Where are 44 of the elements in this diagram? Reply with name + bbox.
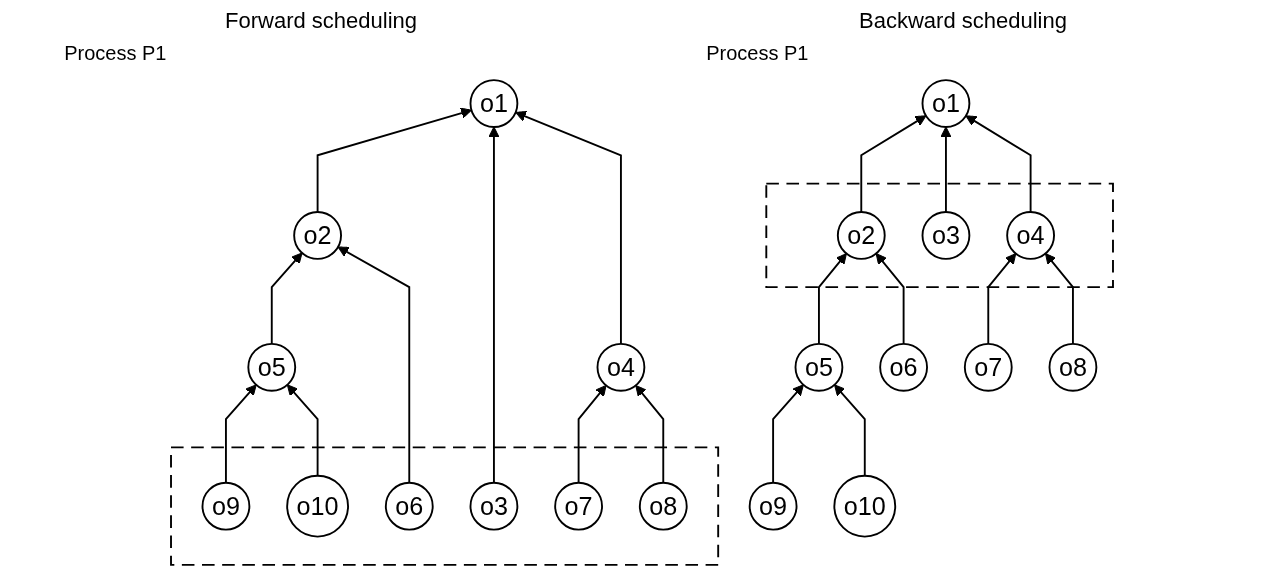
arrow — [316, 107, 472, 213]
node-circle: o8 — [1048, 342, 1098, 392]
arrow — [818, 253, 847, 345]
arrow — [225, 384, 257, 484]
arrow — [635, 384, 665, 484]
node-circle: o6 — [384, 481, 434, 531]
process-label: Process P1 — [706, 42, 809, 65]
node-circle: o7 — [963, 342, 1013, 392]
arrow — [772, 384, 804, 484]
node-circle: o3 — [469, 481, 519, 531]
node-circle: o8 — [638, 481, 688, 531]
arrow — [515, 111, 622, 345]
node-circle: o3 — [921, 211, 971, 260]
node-circle: o5 — [794, 342, 844, 392]
node-circle: o7 — [554, 481, 603, 531]
arrow — [965, 115, 1032, 213]
process-label: Process P1 — [64, 42, 167, 65]
node-circle: o2 — [293, 211, 342, 260]
arrow — [488, 126, 500, 484]
section-title: Forward scheduling — [225, 8, 417, 34]
arrow — [940, 126, 952, 213]
node-circle: o5 — [247, 342, 297, 392]
node-circle: o10 — [833, 474, 897, 538]
arrow — [270, 252, 303, 345]
arrow — [577, 384, 607, 484]
arrow — [987, 253, 1017, 345]
node-circle: o6 — [879, 342, 928, 392]
node-circle: o2 — [836, 211, 886, 260]
arrow — [337, 246, 411, 484]
node-circle: o10 — [286, 474, 349, 538]
arrow — [875, 253, 905, 345]
node-circle: o1 — [469, 79, 519, 128]
arrow — [1044, 253, 1074, 345]
arrow — [834, 384, 866, 477]
cluster — [170, 446, 720, 566]
node-circle: o9 — [201, 481, 251, 531]
section-title: Backward scheduling — [859, 8, 1067, 34]
arrow — [860, 115, 927, 213]
node-circle: o1 — [921, 79, 971, 128]
cluster — [765, 182, 1114, 289]
node-circle: o9 — [748, 481, 798, 531]
arrow — [286, 384, 319, 477]
node-circle: o4 — [1006, 211, 1055, 260]
node-circle: o4 — [596, 342, 646, 392]
